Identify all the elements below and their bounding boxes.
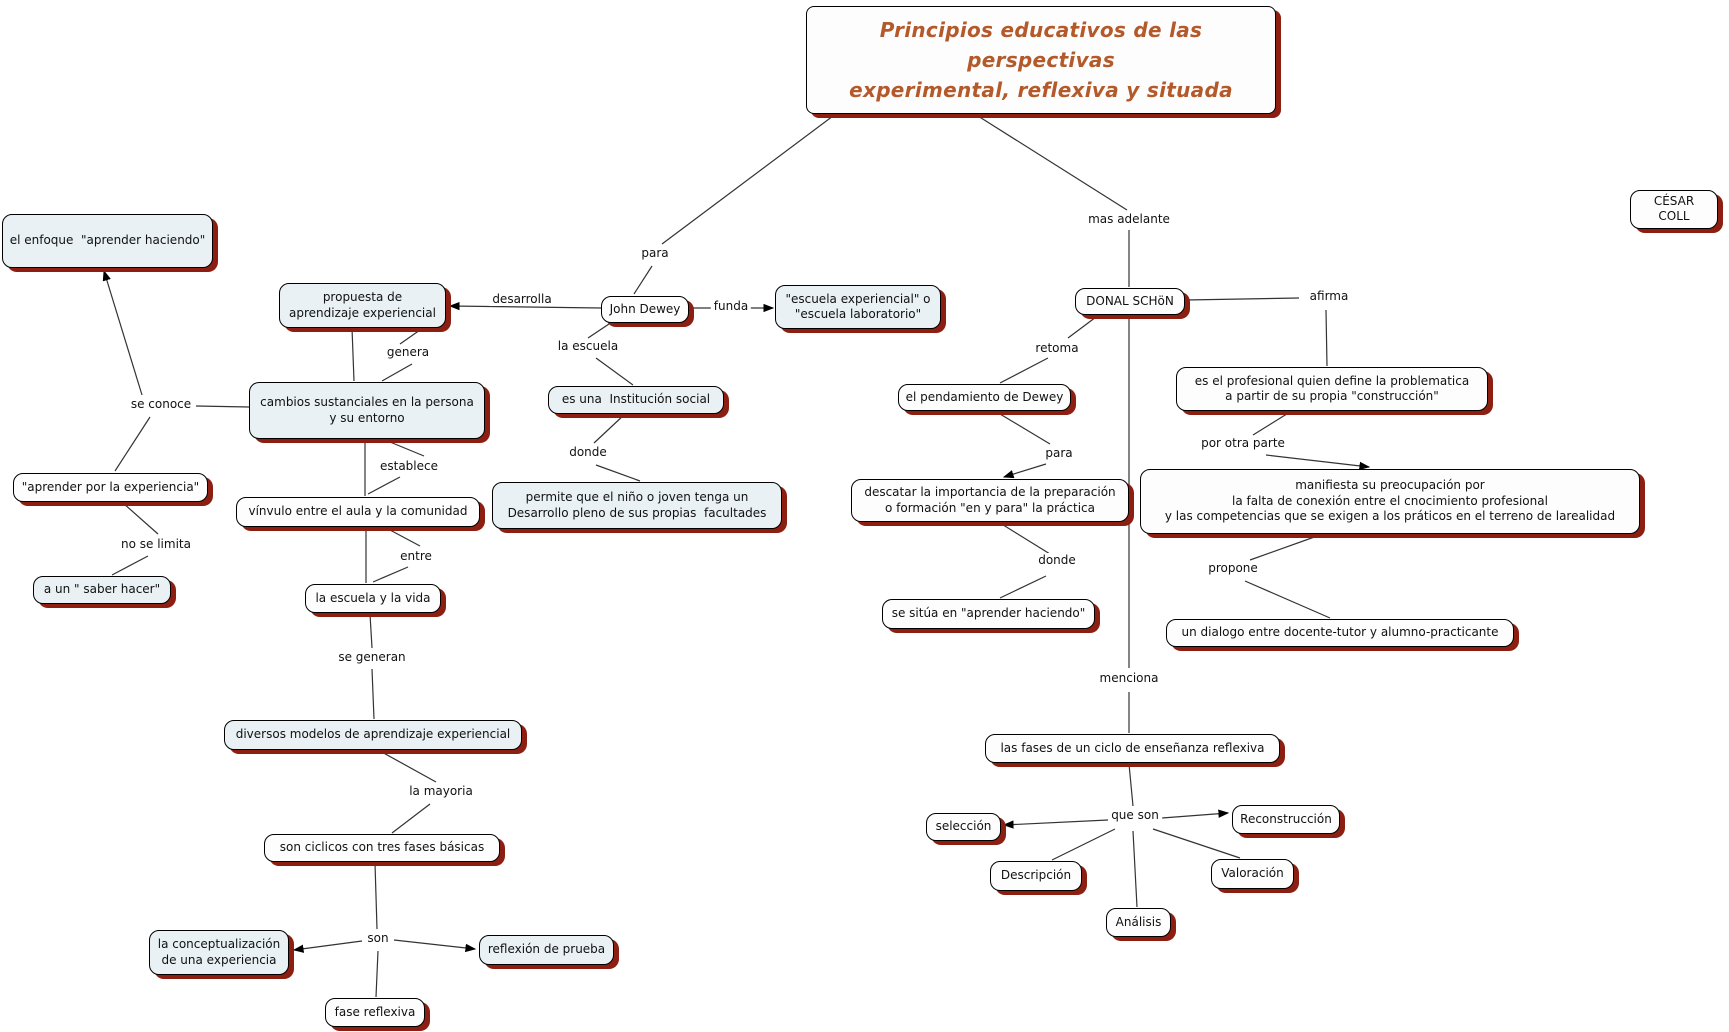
concept-cambios-sustanciales[interactable]: cambios sustanciales en la persona y su … [249, 382, 485, 439]
concept-enfoque-aprender-haciendo[interactable]: el enfoque "aprender haciendo" [2, 214, 213, 268]
author-box[interactable]: CÉSAR COLL [1630, 190, 1718, 229]
link-label-que-son[interactable]: que son [1108, 808, 1162, 822]
link-label-no-se-limita[interactable]: no se limita [118, 537, 194, 551]
concept-vinvulo-aula-comunidad[interactable]: vínvulo entre el aula y la comunidad [236, 497, 480, 527]
concept-fase-reflexiva[interactable]: fase reflexiva [325, 998, 425, 1027]
concept-institucion-social[interactable]: es una Institución social [548, 386, 724, 414]
concept-dialogo-docente-alumno[interactable]: un dialogo entre docente-tutor y alumno-… [1166, 619, 1514, 647]
link-label-donde-2[interactable]: donde [1035, 553, 1079, 567]
link-label-se-conoce[interactable]: se conoce [127, 397, 195, 411]
concept-john-dewey[interactable]: John Dewey [601, 296, 689, 323]
link-label-son[interactable]: son [364, 931, 392, 945]
link-label-la-mayoria[interactable]: la mayoria [406, 784, 476, 798]
concept-ciclicos-tres-fases[interactable]: son ciclicos con tres fases básicas [264, 834, 500, 862]
link-label-establece[interactable]: establece [376, 459, 442, 473]
concept-conceptualizacion-experiencia[interactable]: la conceptualización de una experiencia [149, 930, 289, 975]
concept-reconstruccion[interactable]: Reconstrucción [1232, 805, 1340, 834]
concept-fases-ciclo-reflexivo[interactable]: las fases de un ciclo de enseñanza refle… [985, 734, 1280, 763]
link-label-retoma[interactable]: retoma [1032, 341, 1082, 355]
concept-escuela-experiencial[interactable]: "escuela experiencial" o "escuela labora… [775, 285, 941, 329]
concept-aprender-por-experiencia[interactable]: "aprender por la experiencia" [13, 473, 208, 502]
link-label-se-generan[interactable]: se generan [335, 650, 409, 664]
concept-propuesta-aprendizaje[interactable]: propuesta de aprendizaje experiencial [279, 283, 446, 328]
concept-donal-schon[interactable]: DONAL SCHöN [1075, 288, 1185, 315]
link-label-genera[interactable]: genera [383, 345, 433, 359]
concept-reflexion-de-prueba[interactable]: reflexión de prueba [479, 935, 614, 965]
concept-diversos-modelos[interactable]: diversos modelos de aprendizaje experien… [224, 720, 522, 750]
concept-permite-desarrollo-pleno[interactable]: permite que el niño o joven tenga un Des… [492, 482, 782, 529]
concept-analisis[interactable]: Análisis [1106, 908, 1171, 937]
link-label-para-1[interactable]: para [638, 246, 672, 260]
concept-pendamiento-dewey[interactable]: el pendamiento de Dewey [898, 384, 1071, 411]
map-title-box[interactable]: Principios educativos de las perspectiva… [806, 6, 1276, 114]
link-label-menciona[interactable]: menciona [1096, 671, 1162, 685]
concept-seleccion[interactable]: selección [926, 813, 1001, 841]
concept-escuela-y-vida[interactable]: la escuela y la vida [305, 584, 441, 613]
link-label-mas-adelante[interactable]: mas adelante [1085, 212, 1173, 226]
link-label-donde-1[interactable]: donde [566, 445, 610, 459]
link-label-desarrolla[interactable]: desarrolla [489, 292, 555, 306]
link-label-afirma[interactable]: afirma [1306, 289, 1352, 303]
concept-profesional-define-problematica[interactable]: es el profesional quien define la proble… [1176, 367, 1488, 411]
concept-manifiesta-preocupacion[interactable]: manifiesta su preocupación por la falta … [1140, 469, 1640, 534]
concept-descatar-importancia[interactable]: descatar la importancia de la preparació… [851, 479, 1129, 522]
concept-valoracion[interactable]: Valoración [1211, 859, 1294, 889]
link-label-por-otra-parte[interactable]: por otra parte [1198, 436, 1288, 450]
concept-saber-hacer[interactable]: a un " saber hacer" [33, 576, 171, 604]
link-label-entre[interactable]: entre [397, 549, 435, 563]
link-label-propone[interactable]: propone [1205, 561, 1261, 575]
link-label-para-2[interactable]: para [1042, 446, 1076, 460]
concept-descripcion[interactable]: Descripción [990, 861, 1082, 891]
link-label-funda[interactable]: funda [710, 299, 752, 313]
concept-se-situa-aprender-haciendo[interactable]: se sitúa en "aprender haciendo" [882, 599, 1095, 629]
link-label-la-escuela[interactable]: la escuela [554, 339, 622, 353]
